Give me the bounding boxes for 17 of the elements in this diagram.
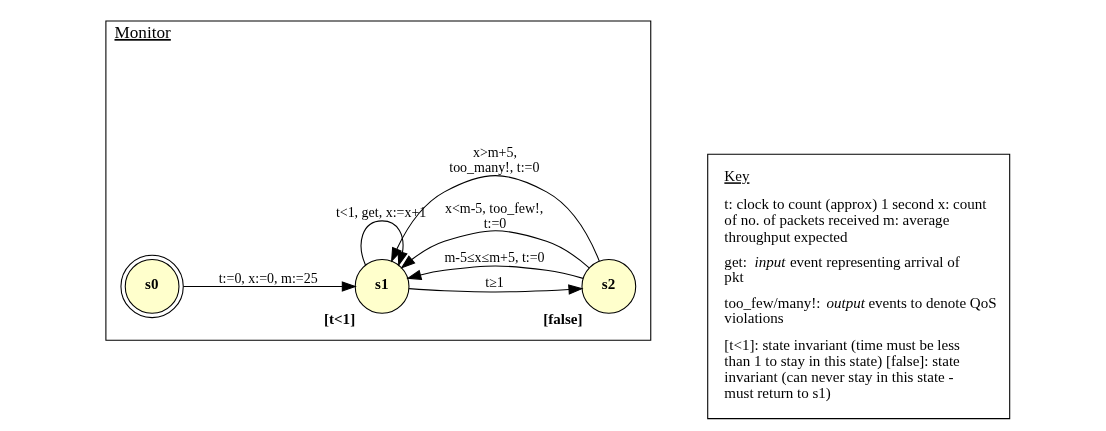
node-circle: s1 xyxy=(354,259,409,314)
node-circle: s0 xyxy=(119,254,184,319)
arrow xyxy=(182,281,357,292)
edge-label: x>m+5, too_many!, t:=0 xyxy=(448,144,539,175)
arrow xyxy=(400,230,590,269)
node-label: [false] xyxy=(542,311,583,328)
arrow xyxy=(408,284,583,295)
arrow xyxy=(360,220,408,267)
edge-label: m-5≤x≤m+5, t:=0 xyxy=(443,250,545,266)
node-circle: s2 xyxy=(580,259,636,314)
node-label: [t<1] xyxy=(323,311,355,328)
edge-label: t:=0, x:=0, m:=25 xyxy=(218,270,318,286)
edge-label: t≥1 xyxy=(484,274,504,290)
arrow xyxy=(405,265,584,280)
edge-label: x<m-5, too_few!, t:=0 xyxy=(444,200,543,231)
node-box: Key t: clock to count (approx) 1 second x: count of no. of packets received m: average throughput expected get: input event representing arrival of pkt too_few/many!: output events to denote QoS violations [t<1]: state invariant (time must be less than 1 to stay in this state) [false]: state invariant (can never stay in this state - must return to s1) xyxy=(706,153,1010,420)
arrow xyxy=(390,175,600,263)
